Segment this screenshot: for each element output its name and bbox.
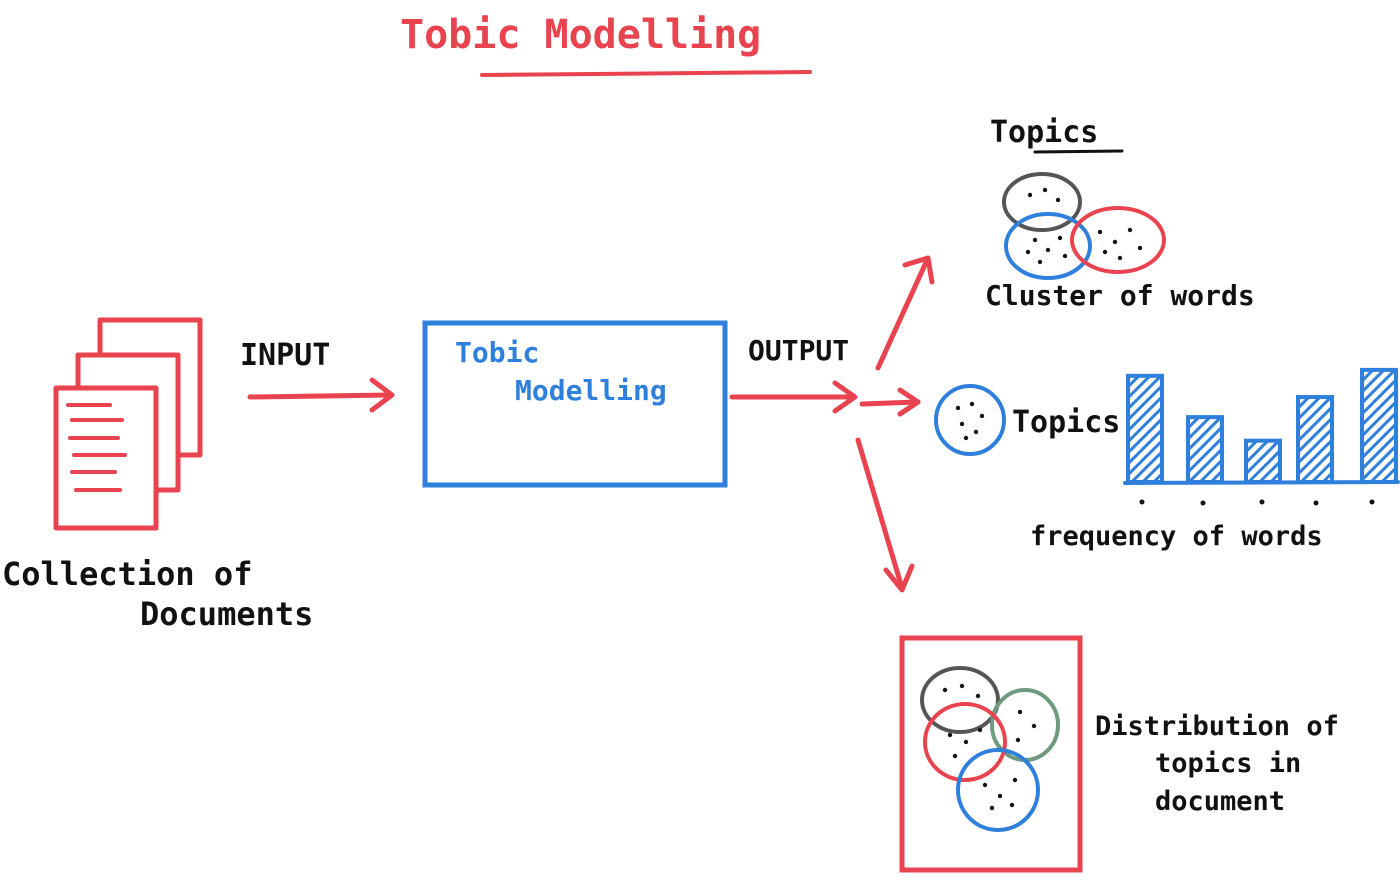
collection-label-line1: Collection of [2, 555, 252, 593]
branch-arrow-up [875, 255, 935, 371]
frequency-bar-hatch [1360, 422, 1398, 459]
frequency-caption: frequency of words [1030, 521, 1323, 552]
frequency-bar-hatch [1186, 416, 1223, 452]
frequency-bar-hatch [1360, 368, 1397, 404]
frequency-bar-hatch [1244, 439, 1281, 475]
frequency-bar-hatch [1299, 449, 1334, 484]
frequency-bar-hatch [1126, 406, 1164, 443]
frequency-bar-hatch [1188, 448, 1224, 484]
frequency-bar-hatch [1369, 455, 1398, 484]
frequency-bar-hatch [1296, 427, 1334, 465]
frequency-bar-hatch [1126, 428, 1164, 465]
frequency-bar-hatch [1247, 449, 1282, 484]
frequency-bar-hatch [1244, 439, 1270, 464]
frequency-bar-hatch [1186, 426, 1224, 463]
frequency-tick-dots [1139, 499, 1375, 506]
title-underline [480, 70, 812, 77]
frequency-bar-hatch [1186, 437, 1224, 474]
cluster-caption: Cluster of words [985, 279, 1255, 312]
diagram-title: Tobic Modelling [400, 12, 761, 58]
topic-distribution-circles [920, 666, 1060, 832]
frequency-bar-hatch [1360, 389, 1398, 426]
frequency-bar-hatch [1126, 395, 1164, 432]
frequency-bar-hatch [1199, 459, 1224, 484]
box-label-line1: Tobic [455, 336, 539, 369]
cluster-dots [1025, 187, 1143, 265]
frequency-bar-hatch [1258, 460, 1282, 484]
frequency-bar-hatch [1310, 460, 1334, 484]
frequency-bar-hatch [1126, 439, 1164, 476]
word-frequency-chart [1126, 367, 1398, 485]
box-label-line2: Modelling [515, 374, 667, 407]
frequency-bar-hatch [1126, 374, 1141, 388]
output-label: OUTPUT [748, 334, 849, 367]
frequency-bar-hatch [1360, 378, 1398, 415]
topics-heading: Topics [990, 115, 1098, 150]
branch-arrow-right [859, 387, 921, 417]
frequency-bar-hatch [1296, 395, 1333, 432]
frequency-bar-hatch [1296, 416, 1334, 454]
frequency-bar-hatch [1130, 450, 1164, 484]
frequency-bar-hatch [1360, 368, 1375, 382]
topics-inline-label: Topics [1012, 405, 1120, 440]
frequency-bar-hatch [1141, 461, 1164, 484]
frequency-bar-hatch [1296, 438, 1334, 476]
topic-modelling-box [422, 320, 728, 488]
frequency-bar-hatch [1269, 471, 1282, 484]
frequency-bar-hatch [1152, 472, 1164, 484]
frequency-bar-hatch [1296, 395, 1322, 421]
input-arrow [247, 377, 395, 413]
distribution-label-line3: document [1155, 786, 1285, 817]
collection-label-line2: Documents [140, 595, 313, 633]
frequency-bar-hatch [1126, 417, 1164, 454]
distribution-label-line1: Distribution of [1095, 711, 1339, 742]
branch-arrow-down [855, 437, 915, 593]
frequency-baseline [1123, 480, 1400, 485]
topic-circle-icon [934, 384, 1006, 456]
frequency-bar-hatch [1244, 439, 1259, 453]
distribution-label-line2: topics in [1155, 748, 1301, 779]
frequency-bar-hatch [1186, 416, 1201, 430]
frequency-bar-hatch [1360, 444, 1398, 481]
frequency-bar-hatch [1296, 405, 1334, 443]
frequency-bar-hatch [1126, 374, 1163, 410]
distribution-dots [942, 683, 1037, 811]
word-cluster-icon [1002, 172, 1166, 280]
frequency-bar-hatch [1360, 400, 1398, 437]
frequency-bar-hatch [1360, 433, 1398, 470]
frequency-bar [1186, 415, 1224, 485]
frequency-bar-hatch [1380, 466, 1398, 484]
frequency-bar-hatch [1296, 395, 1311, 410]
document-page-icon [899, 635, 1083, 873]
frequency-bar-hatch [1360, 368, 1386, 393]
frequency-bar-hatch [1360, 411, 1398, 448]
topics-heading-underline [1033, 149, 1124, 154]
frequency-bar-hatch [1126, 384, 1164, 421]
input-label: INPUT [240, 338, 330, 373]
documents-stack-icon [53, 317, 203, 531]
frequency-bar-hatch [1126, 374, 1152, 399]
topic-circle-dots [955, 401, 985, 441]
frequency-bar-hatch [1186, 416, 1212, 441]
output-arrow [729, 380, 858, 414]
frequency-bar-hatch [1210, 470, 1224, 484]
document-text-lines [66, 403, 127, 492]
